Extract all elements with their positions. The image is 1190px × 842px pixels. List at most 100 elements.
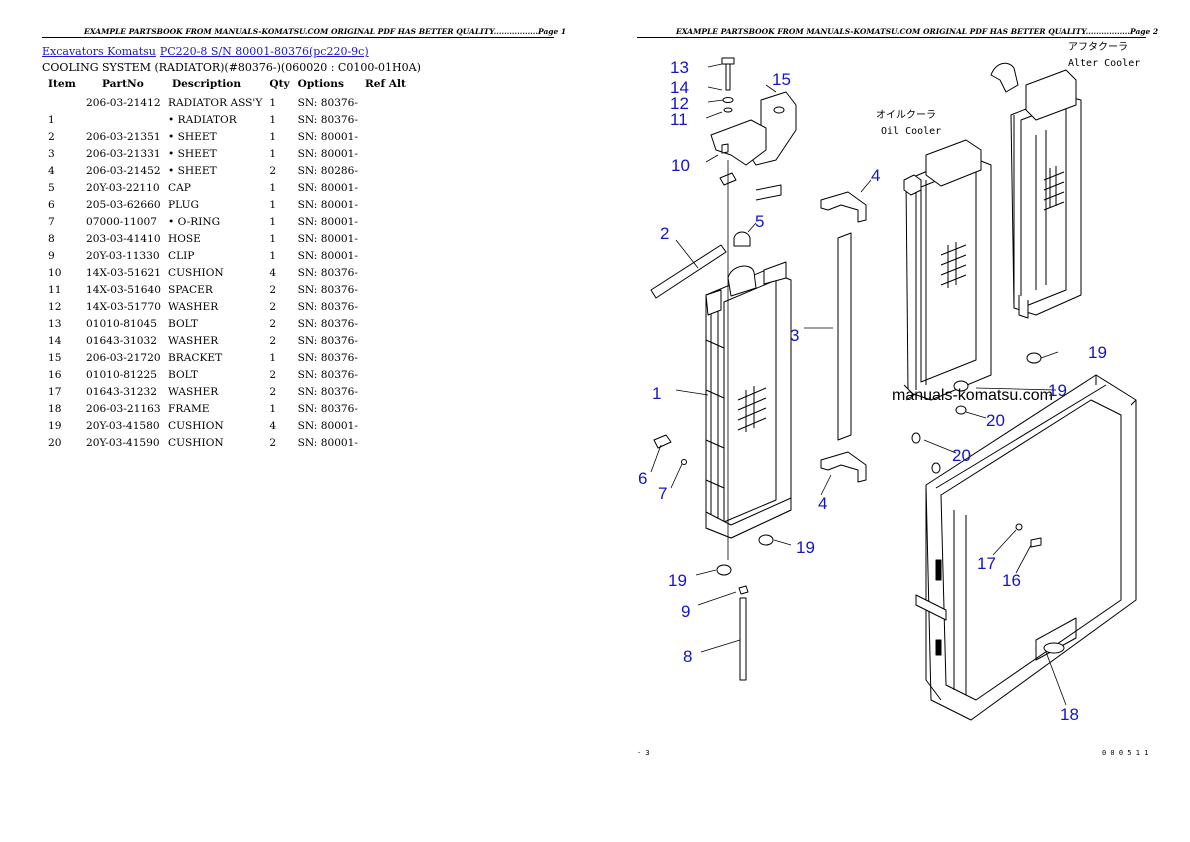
cell-item: 17 <box>48 385 62 398</box>
cell-options: SN: 80001- <box>297 215 358 228</box>
callout-18: 18 <box>1060 705 1079 724</box>
cushion-drawing <box>931 462 941 474</box>
radiator-drawing <box>705 261 792 539</box>
cell-partno: 20Y-03-11330 <box>86 249 160 262</box>
cushion-drawing <box>1026 352 1042 364</box>
clip-drawing <box>738 585 749 595</box>
cell-qty: 2 <box>269 164 277 177</box>
cell-options: SN: 80376- <box>297 351 358 364</box>
cell-options: SN: 80001- <box>297 147 358 160</box>
cell-options: SN: 80001- <box>297 249 358 262</box>
after-cooler-jp-label: アフタクーラ <box>1068 41 1128 53</box>
cell-partno: 206-03-21452 <box>86 164 161 177</box>
oil-cooler-drawing <box>903 139 992 401</box>
cell-ref-alt <box>361 417 410 434</box>
callout-numbers: 13 14 12 11 15 10 4 5 2 3 1 19 19 20 20 … <box>638 58 1107 724</box>
callout-19: 19 <box>1088 343 1107 362</box>
cell-description: WASHER <box>167 334 219 347</box>
cell-options: SN: 80376- <box>297 96 358 109</box>
parts-table: Item PartNo Description Qty Options Ref … <box>44 76 410 451</box>
cell-item: 15 <box>48 351 62 364</box>
cell-options: SN: 80001- <box>297 232 358 245</box>
cap-drawing <box>733 231 751 247</box>
cell-partno: 206-03-21331 <box>86 147 161 160</box>
cell-partno: 07000-11007 <box>86 215 157 228</box>
cell-ref-alt <box>361 332 410 349</box>
cell-description: CUSHION <box>167 419 224 432</box>
diagram-page: EXAMPLE PARTSBOOK FROM MANUALS-KOMATSU.C… <box>595 0 1190 842</box>
callout-4: 4 <box>871 166 880 185</box>
callout-1: 1 <box>652 384 661 403</box>
cell-qty: 1 <box>269 351 277 364</box>
hose-drawing <box>739 597 747 681</box>
bolt-drawing <box>1030 537 1042 548</box>
callout-12: 12 <box>670 94 689 113</box>
cell-qty: 4 <box>269 419 277 432</box>
page-header: EXAMPLE PARTSBOOK FROM MANUALS-KOMATSU.C… <box>84 27 567 36</box>
cell-qty: 1 <box>269 198 277 211</box>
cell-description: • SHEET <box>167 147 217 160</box>
cell-options: SN: 80001- <box>297 436 358 449</box>
cell-item: 6 <box>48 198 55 211</box>
cell-description: WASHER <box>167 385 219 398</box>
cell-qty: 1 <box>269 402 277 415</box>
cell-partno: 01643-31032 <box>86 334 157 347</box>
column-header-partno: PartNo <box>102 78 144 90</box>
cell-description: RADIATOR ASS'Y <box>167 96 263 109</box>
callout-19: 19 <box>1048 381 1067 400</box>
callout-3: 3 <box>790 326 799 345</box>
cell-ref-alt <box>361 366 410 383</box>
header-rule <box>42 37 554 38</box>
cell-ref-alt <box>361 162 410 179</box>
cell-partno: 206-03-21163 <box>86 402 161 415</box>
cell-qty: 2 <box>269 317 277 330</box>
cell-partno: 20Y-03-41580 <box>86 419 160 432</box>
washer-drawing <box>1015 523 1023 531</box>
cell-item: 9 <box>48 249 55 262</box>
column-header-item: Item <box>48 78 76 90</box>
cell-qty: 1 <box>269 96 277 109</box>
cushion-drawing <box>955 405 967 415</box>
footer-right: 0 0 0 5 1 1 <box>1102 749 1149 757</box>
breadcrumb-link-model[interactable]: PC220-8 S/N 80001-80376(pc220-9c) <box>159 45 369 58</box>
cell-description: BRACKET <box>167 351 223 364</box>
callout-7: 7 <box>658 484 667 503</box>
callout-19: 19 <box>668 571 687 590</box>
cell-options: SN: 80376- <box>297 317 358 330</box>
cushion-drawing <box>911 432 921 444</box>
breadcrumb-link-excavators[interactable]: Excavators Komatsu <box>42 45 156 58</box>
cell-options: SN: 80376- <box>297 283 358 296</box>
frame-drawing <box>915 374 1137 721</box>
cell-qty: 1 <box>269 232 277 245</box>
cell-partno: 01010-81225 <box>86 368 157 381</box>
callout-6: 6 <box>638 469 647 488</box>
callout-15: 15 <box>772 70 791 89</box>
cell-item: 4 <box>48 164 55 177</box>
oil-cooler-jp-label: オイルクーラ <box>876 109 936 121</box>
column-header-ref-alt: Ref Alt <box>365 78 406 90</box>
sheet-2-drawing <box>650 244 727 299</box>
cell-partno: 14X-03-51621 <box>86 266 161 279</box>
cell-description: PLUG <box>167 198 199 211</box>
cell-qty: 2 <box>269 334 277 347</box>
cell-options: SN: 80286- <box>297 164 358 177</box>
cell-options: SN: 80376- <box>297 113 358 126</box>
cell-partno: 01643-31232 <box>86 385 157 398</box>
cell-partno: 203-03-41410 <box>86 232 161 245</box>
callout-17: 17 <box>977 554 996 573</box>
cell-partno: 206-03-21351 <box>86 130 161 143</box>
cell-ref-alt <box>361 94 410 111</box>
callout-20: 20 <box>952 446 971 465</box>
callout-14: 14 <box>670 78 689 97</box>
